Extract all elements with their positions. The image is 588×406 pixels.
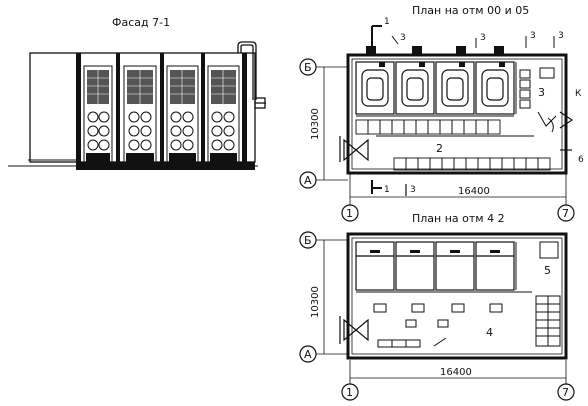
plan1-width-dim: 16400 bbox=[458, 186, 490, 197]
plan2-axis-7: 7 bbox=[562, 386, 569, 399]
plan1-dimension-lines bbox=[316, 66, 567, 205]
plan1-cabinets-top bbox=[355, 119, 501, 135]
plan-level-1: План на отм 00 и 05 Б А 1 7 10300 16400 bbox=[299, 4, 584, 222]
plan2-door bbox=[339, 316, 369, 344]
plan1-room-3 bbox=[515, 62, 557, 133]
svg-text:1: 1 bbox=[384, 185, 390, 195]
plan2-width-dim: 16400 bbox=[440, 367, 472, 378]
plan1-cabinets-bottom bbox=[393, 157, 551, 171]
facade-wall bbox=[29, 52, 256, 163]
plan2-axis-b: Б bbox=[304, 234, 312, 247]
plan2-axis-1: 1 bbox=[346, 386, 353, 399]
plan1-section-marks: 1 1 3 3 3 3 3 К 6 bbox=[371, 17, 584, 196]
plan1-axis-b: Б bbox=[304, 61, 312, 74]
svg-text:К: К bbox=[575, 89, 582, 99]
facade-pipe bbox=[237, 41, 266, 109]
plan2-room-5 bbox=[515, 241, 559, 290]
plan1-axis-a: А bbox=[304, 174, 312, 187]
plan2-hall bbox=[356, 291, 532, 348]
facade-title: Фасад 7-1 bbox=[112, 16, 170, 29]
svg-text:3: 3 bbox=[410, 185, 416, 195]
plan2-outer-wall bbox=[346, 232, 568, 360]
plan2-height-dim: 10300 bbox=[310, 286, 321, 318]
plan1-room-3-label: 3 bbox=[538, 86, 545, 99]
plan1-axis-1: 1 bbox=[346, 207, 353, 220]
svg-text:3: 3 bbox=[400, 33, 406, 43]
plan2-cell-marks bbox=[370, 250, 500, 253]
plan2-dimension-lines bbox=[316, 239, 567, 384]
plan1-axis-7: 7 bbox=[562, 207, 569, 220]
facade: Фасад 7-1 bbox=[8, 16, 266, 170]
svg-text:3: 3 bbox=[558, 31, 564, 41]
plan1-doors bbox=[339, 111, 574, 162]
plan2-title: План на отм 4 2 bbox=[412, 212, 505, 225]
facade-pilasters bbox=[76, 53, 247, 170]
plan1-outer-wall bbox=[346, 53, 568, 175]
svg-text:3: 3 bbox=[530, 31, 536, 41]
svg-text:3: 3 bbox=[480, 33, 486, 43]
plan2-stair bbox=[535, 295, 561, 347]
plan1-cells bbox=[355, 61, 515, 115]
facade-bays bbox=[83, 65, 240, 163]
svg-text:6: 6 bbox=[578, 155, 584, 165]
plan1-title: План на отм 00 и 05 bbox=[412, 4, 529, 17]
plan2-room-4-label: 4 bbox=[486, 326, 493, 339]
svg-text:1: 1 bbox=[384, 17, 390, 27]
plan1-room-2-label: 2 bbox=[436, 142, 443, 155]
plan2-cells bbox=[355, 241, 515, 291]
plan1-corridor bbox=[356, 115, 534, 137]
plan2-axis-a: А bbox=[304, 348, 312, 361]
plan1-height-dim: 10300 bbox=[310, 108, 321, 140]
plan2-room-5-label: 5 bbox=[544, 264, 551, 277]
plan-level-2: План на отм 4 2 Б А 1 7 10300 16400 bbox=[299, 212, 575, 401]
